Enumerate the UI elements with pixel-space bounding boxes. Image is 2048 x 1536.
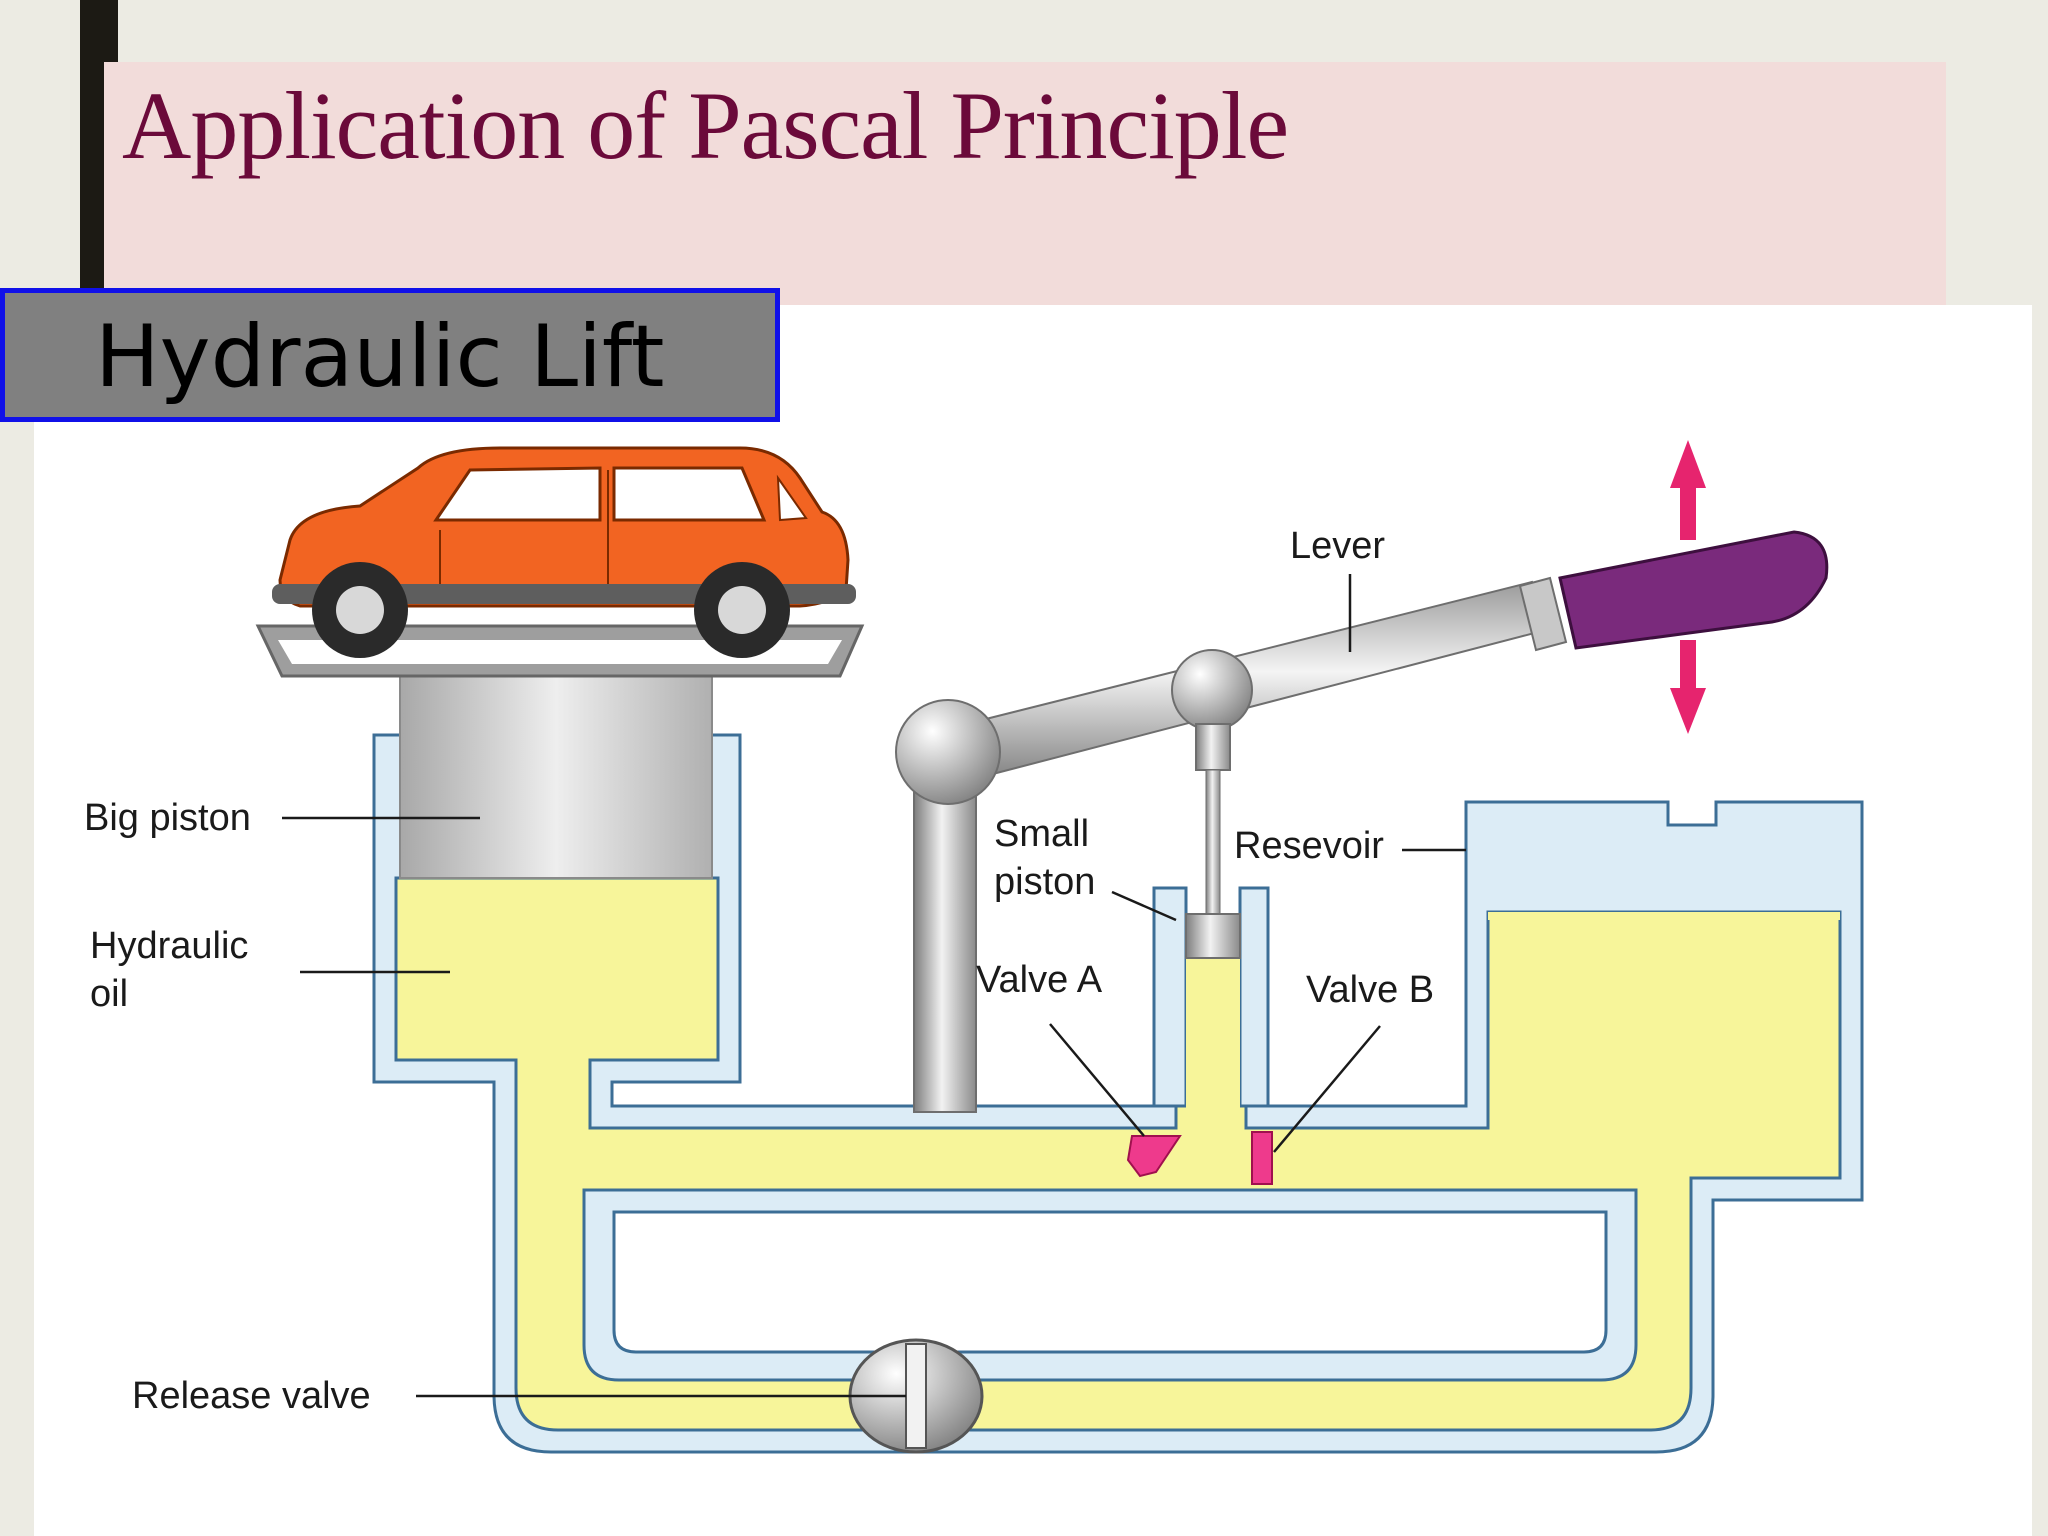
label-hydraulic-oil-line1: Hydraulic xyxy=(90,925,248,967)
lever-pivot-joint xyxy=(895,699,1001,805)
pipe-inner-core xyxy=(612,1210,1608,1354)
piston-rod-joint xyxy=(1171,649,1253,731)
small-cylinder-left-wall xyxy=(1152,886,1188,1108)
small-cylinder-right-wall xyxy=(1238,886,1270,1108)
title-band xyxy=(104,62,1946,305)
section-label-text: Hydraulic Lift xyxy=(95,307,665,407)
lift-platform-top xyxy=(278,640,842,664)
motion-arrow xyxy=(1670,440,1706,734)
label-release-valve: Release valve xyxy=(132,1375,371,1417)
label-valve-a: Valve A xyxy=(976,959,1103,1001)
big-piston xyxy=(399,671,713,879)
label-hydraulic-oil-line2: oil xyxy=(90,973,128,1015)
label-reservoir: Resevoir xyxy=(1234,825,1384,867)
label-lever: Lever xyxy=(1290,525,1385,567)
release-valve xyxy=(848,1338,984,1454)
label-leaders xyxy=(282,574,1466,1398)
hydraulic-circuit xyxy=(372,733,1864,1454)
valve-b xyxy=(1251,1131,1273,1185)
lever-support-post xyxy=(913,751,977,1113)
lever-handle xyxy=(1558,530,1829,650)
car-illustration xyxy=(272,446,856,658)
label-small-piston-line2: piston xyxy=(994,861,1095,903)
slide-title: Application of Pascal Principle xyxy=(122,72,1289,179)
reservoir-oil-surface xyxy=(1488,912,1840,920)
label-small-piston-line1: Small xyxy=(994,813,1089,855)
small-cylinder-oil xyxy=(1186,955,1240,1128)
small-piston xyxy=(1185,913,1241,959)
valve-a xyxy=(1126,1135,1182,1178)
label-valve-b: Valve B xyxy=(1306,969,1434,1011)
label-big-piston: Big piston xyxy=(84,797,251,839)
lever-assembly xyxy=(895,530,1829,1113)
section-label: Hydraulic Lift xyxy=(0,288,780,422)
